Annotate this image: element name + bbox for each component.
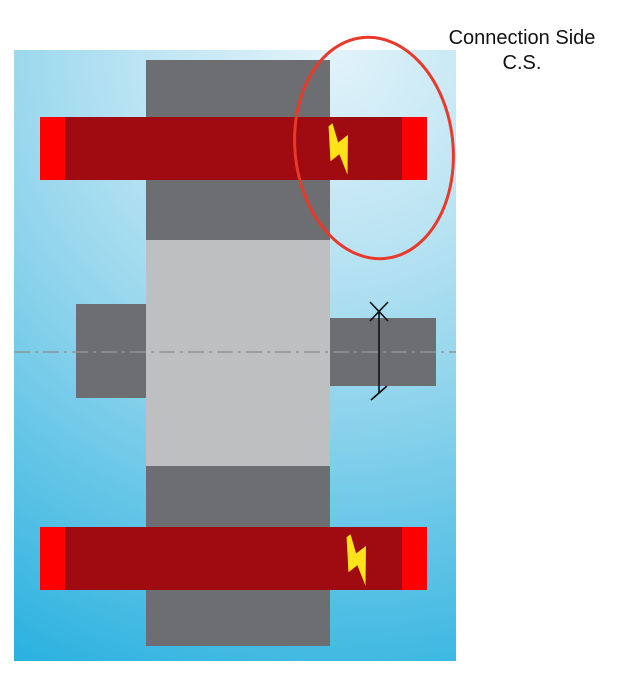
lightning-bolt-shape xyxy=(346,534,366,586)
bottom-winding-right-cap xyxy=(402,527,427,590)
left-shaft-stub xyxy=(76,304,146,398)
bottom-winding-body xyxy=(65,527,402,590)
top-winding-bar xyxy=(40,117,427,180)
lightning-bolt-icon xyxy=(346,534,366,586)
right-shaft-stub xyxy=(330,318,436,386)
bottom-winding-bar xyxy=(40,527,427,590)
connection-side-callout: Connection Side C.S. xyxy=(426,26,618,76)
rotor-core-block xyxy=(146,240,330,466)
top-winding-right-cap xyxy=(402,117,427,180)
top-winding-left-cap xyxy=(40,117,65,180)
callout-line2: C.S. xyxy=(502,52,542,74)
callout-line1: Connection Side xyxy=(448,27,596,49)
bottom-winding-left-cap xyxy=(40,527,65,590)
